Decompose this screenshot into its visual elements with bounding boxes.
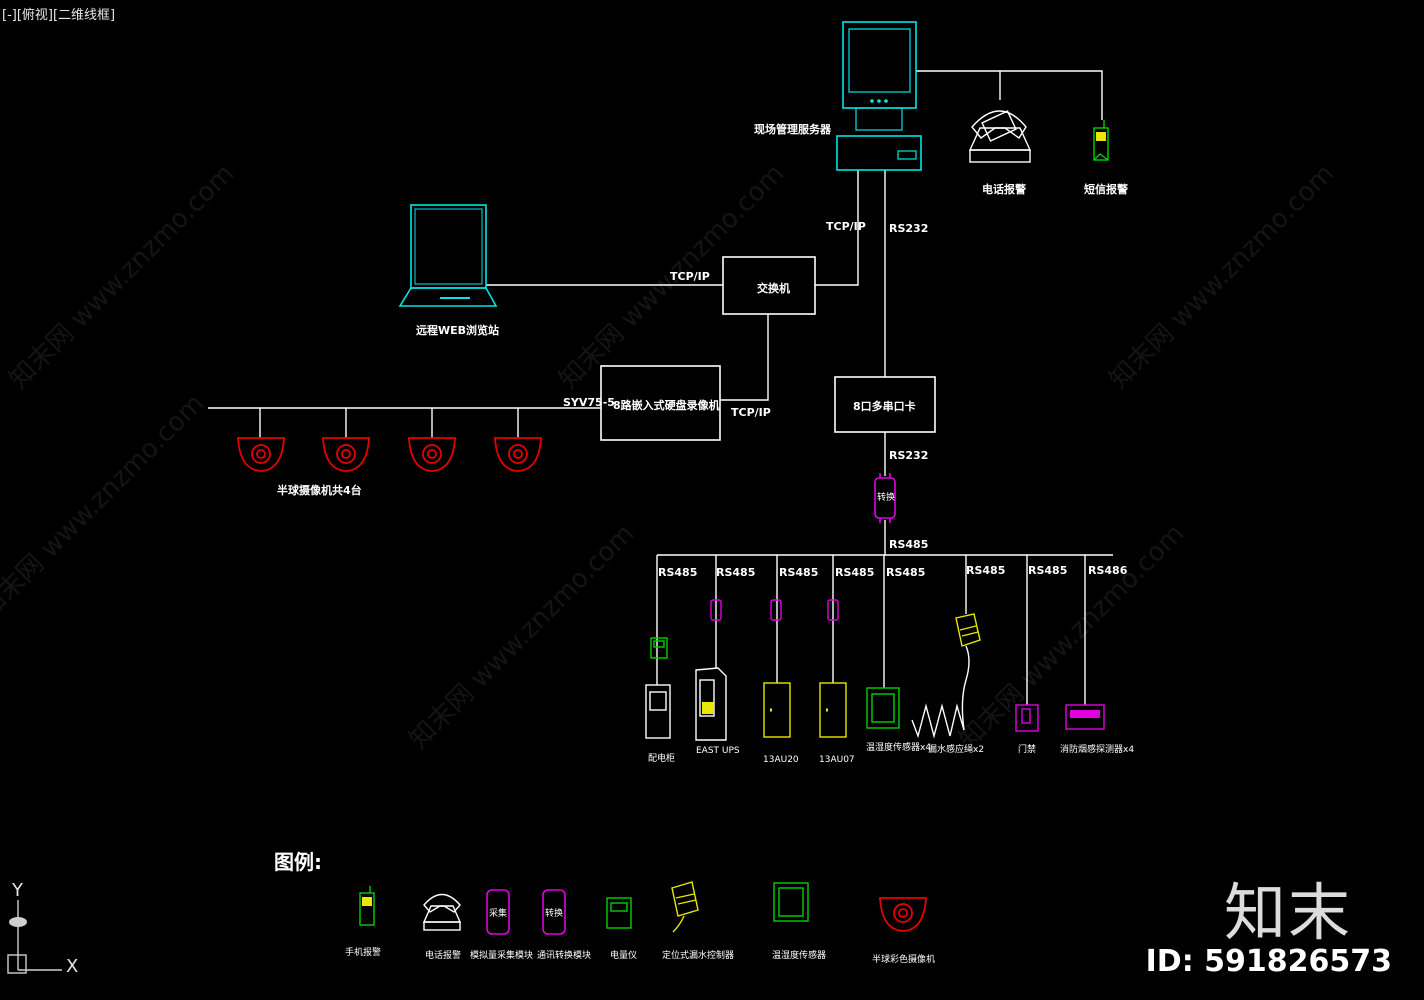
link-label: RS485 [835, 566, 874, 579]
link-label: RS485 [658, 566, 697, 579]
alarm-line [916, 70, 1103, 120]
legend-label: 手机报警 [345, 946, 381, 958]
link-label: RS232 [889, 449, 928, 462]
telephone-icon [968, 110, 1032, 163]
smoke-detector-icon[interactable] [1065, 704, 1105, 730]
power-meter-icon [650, 637, 668, 659]
legend-converter-text: 转换 [545, 907, 563, 919]
legend: 手机报警 电话报警 采集 模拟量采集模块 转换 通讯转换模块 电量仪 定位式漏水 [345, 881, 935, 965]
legend-label: 通讯转换模块 [537, 949, 591, 961]
serial-card-label: 8口多串口卡 [853, 399, 916, 413]
converter-module[interactable] [874, 473, 896, 523]
watermark-text: 知末网 www.znzmo.com [4, 159, 240, 395]
brand-logo-text: 知末 [1223, 876, 1352, 949]
watermark-text: 知末网 www.znzmo.com [404, 519, 640, 755]
switch-box[interactable] [722, 256, 816, 315]
watermark-text: 知末网 www.znzmo.com [0, 389, 210, 625]
mobile-phone-icon [359, 886, 375, 926]
watermark-text: 知末网 www.znzmo.com [1104, 159, 1340, 395]
legend-label: 模拟量采集模块 [470, 949, 533, 961]
cameras-label: 半球摄像机共4台 [277, 483, 362, 497]
link-label: RS485 [889, 538, 928, 551]
door-access-icon[interactable] [1015, 704, 1039, 732]
distribution-cabinet[interactable] [645, 684, 671, 739]
dome-camera-icon[interactable] [408, 437, 456, 472]
legend-label: 电量仪 [610, 949, 637, 961]
legend-label: 电话报警 [425, 949, 461, 961]
converter-icon [542, 889, 566, 935]
mobile-phone-icon [1093, 120, 1109, 161]
temp-humidity-icon [773, 882, 809, 922]
leak-rope [911, 645, 970, 739]
axis-x-label: X [66, 956, 78, 977]
link-label: TCP/IP [670, 270, 710, 283]
dome-camera-icon[interactable] [322, 437, 370, 472]
link-label: TCP/IP [826, 220, 866, 233]
legend-label: 半球彩色摄像机 [872, 953, 935, 965]
power-meter-icon [606, 897, 632, 929]
door-label: 门禁 [1018, 743, 1036, 755]
switch-dvr-line [720, 314, 769, 401]
link-label: TCP/IP [731, 406, 771, 419]
dome-camera-icon[interactable] [494, 437, 542, 472]
laptop-icon[interactable] [398, 204, 498, 307]
server-switch-line [815, 170, 859, 286]
analog-module-icon [486, 889, 510, 935]
link-label: RS232 [889, 222, 928, 235]
viewport-label[interactable]: [-][俯视][二维线框] [2, 8, 116, 23]
telephone-icon [422, 893, 462, 931]
analog-module-icon [710, 599, 839, 621]
link-label: RS485 [1028, 564, 1067, 577]
server-label: 现场管理服务器 [754, 122, 832, 136]
ac2-label: 13AU07 [819, 755, 855, 765]
ucs-axis-icon [7, 900, 62, 974]
web-station-label: 远程WEB浏览站 [416, 323, 499, 337]
legend-title: 图例: [274, 850, 322, 874]
water-leak-label: 漏水感应绳x2 [928, 743, 984, 755]
link-label: RS485 [716, 566, 755, 579]
link-label: SYV75-5 [563, 396, 615, 409]
leak-controller-icon[interactable] [955, 613, 981, 647]
ac-unit[interactable] [763, 682, 791, 738]
link-label: RS485 [886, 566, 925, 579]
ups-cabinet[interactable] [695, 667, 727, 741]
dome-camera-icon[interactable] [237, 437, 285, 472]
legend-label: 温湿度传感器 [772, 949, 826, 961]
ac-unit[interactable] [819, 682, 847, 738]
legend-module-text: 采集 [489, 907, 507, 919]
leak-controller-icon [671, 881, 699, 933]
watermark-layer: 知末网 www.znzmo.com 知末网 www.znzmo.com 知末网 … [0, 159, 1340, 755]
ups-label: EAST UPS [696, 746, 740, 756]
dvr-label: 8路嵌入式硬盘录像机 [613, 398, 720, 412]
dvr-box[interactable] [600, 365, 721, 441]
dome-camera-icon [879, 897, 927, 932]
connection-lines [208, 70, 1113, 705]
smoke-label: 消防烟感探测器x4 [1060, 743, 1134, 755]
link-label: RS485 [966, 564, 1005, 577]
switch-label: 交换机 [757, 281, 790, 295]
distribution-cabinet-label: 配电柜 [648, 752, 675, 764]
serial-card-box[interactable] [834, 376, 936, 433]
sms-alarm-label: 短信报警 [1084, 182, 1128, 196]
watermark-text: 知末网 www.znzmo.com [954, 519, 1190, 755]
ac1-label: 13AU20 [763, 755, 799, 765]
brand-id: ID: 591826573 [1145, 944, 1392, 979]
converter-label: 转换 [877, 491, 895, 503]
temp-humidity-label: 温湿度传感器x4 [866, 741, 931, 753]
link-label: RS485 [779, 566, 818, 579]
axis-y-label: Y [11, 880, 24, 901]
server-computer[interactable] [836, 21, 922, 171]
temp-humidity-sensor[interactable] [866, 687, 900, 729]
phone-alarm-label: 电话报警 [982, 182, 1026, 196]
legend-label: 定位式漏水控制器 [662, 949, 734, 961]
link-label: RS486 [1088, 564, 1128, 577]
